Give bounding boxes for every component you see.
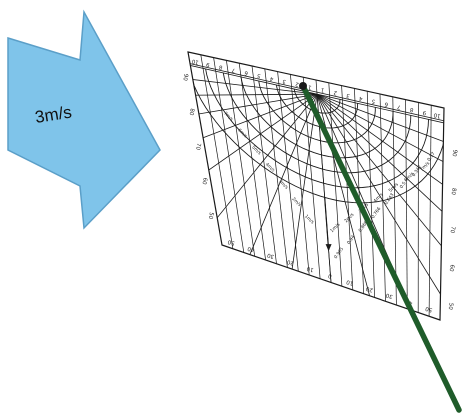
bottom-scale-label: 20 — [365, 285, 374, 293]
top-scale-label: 7 — [396, 103, 401, 110]
grid-line — [264, 68, 288, 268]
needle — [300, 83, 462, 413]
grid-line — [200, 54, 234, 249]
angle-ray — [316, 93, 444, 300]
grid-line — [189, 63, 444, 122]
grid-line — [251, 65, 277, 264]
top-scale-label: 1 — [308, 83, 313, 90]
right-scale-label: 60 — [448, 264, 455, 272]
grid-line — [392, 96, 397, 306]
angle-ray — [316, 93, 444, 320]
wind-arrow-shape — [7, 9, 161, 230]
bottom-scale-label: 10 — [306, 265, 315, 273]
angle-ray — [188, 93, 318, 97]
angle-ray — [188, 59, 318, 95]
factor-label: 0.94 — [346, 234, 357, 246]
angle-ray — [188, 93, 318, 206]
center-reference-arrowhead — [325, 244, 332, 252]
grid-line — [341, 85, 354, 291]
angle-ray — [316, 93, 444, 205]
top-scale-label: 1 — [320, 86, 325, 93]
grid-line — [328, 82, 343, 287]
grid-line — [213, 57, 245, 253]
right-scale-label: 90 — [450, 149, 457, 157]
top-scale-label: 9 — [205, 61, 210, 68]
left-scale-label: 50 — [207, 212, 214, 220]
top-scale-label: 5 — [256, 72, 261, 79]
factor-label: 0.17 — [426, 151, 437, 163]
left-scale-label: 90 — [181, 73, 188, 81]
bottom-scale-label: 30 — [266, 251, 275, 259]
grid-line — [405, 99, 408, 309]
angle-ray — [188, 93, 318, 134]
top-scale-label: 7 — [231, 66, 236, 73]
top-scale-label: 10 — [433, 111, 442, 118]
grid-line — [226, 60, 256, 257]
top-scale-label: 6 — [384, 100, 389, 107]
bottom-scale-label: 10 — [345, 278, 354, 286]
grid-line — [366, 91, 375, 298]
top-scale-label: 2 — [333, 89, 338, 96]
top-scale-label: 9 — [422, 109, 427, 116]
factor-label: 0.5 — [399, 180, 408, 189]
top-scale-label: 10 — [191, 57, 200, 64]
top-scale-label: 6 — [243, 69, 248, 76]
right-scale-label: 70 — [448, 226, 455, 234]
grid-line — [277, 71, 299, 272]
top-scale-label: 4 — [269, 75, 274, 82]
angle-ray — [288, 94, 318, 294]
grid-line — [379, 93, 386, 302]
angle-ray — [188, 93, 318, 171]
grid-line — [290, 74, 310, 276]
top-scale-label: 3 — [345, 92, 350, 99]
needle-assembly — [299, 82, 462, 413]
center-reference-line — [324, 197, 330, 251]
needle-pivot — [299, 82, 307, 90]
left-scale-label: 60 — [200, 177, 207, 185]
top-scale-label: 5 — [371, 97, 376, 104]
angle-ray — [316, 93, 444, 319]
bottom-scale-label: 50 — [227, 238, 236, 246]
top-scale-label: 2 — [295, 80, 300, 87]
bottom-scale-label: 30 — [385, 291, 394, 299]
right-scale-label: 80 — [449, 187, 456, 195]
angle-ray — [200, 93, 318, 239]
bottom-scale-label: 50 — [424, 305, 433, 313]
top-scale-label: 4 — [358, 95, 363, 102]
top-scale-label: 3 — [282, 78, 287, 85]
angle-ray — [316, 93, 444, 275]
board-grid — [188, 52, 444, 320]
grid-line — [302, 77, 321, 279]
grid-line — [428, 105, 432, 317]
top-scale-label: 8 — [218, 63, 223, 70]
angle-ray — [316, 93, 444, 242]
left-scale-label: 80 — [188, 108, 195, 116]
anemometer-board: 1098765432112345678910908070605090807060… — [181, 51, 458, 321]
right-scale-label: 50 — [447, 302, 454, 310]
angle-ray — [243, 94, 318, 269]
bottom-scale-label: 20 — [286, 258, 295, 266]
grid-line — [354, 88, 365, 294]
top-scale-label: 8 — [409, 106, 414, 113]
grid-line — [238, 63, 266, 261]
wind-arrow: 3m/s — [7, 9, 161, 230]
left-scale-label: 70 — [194, 142, 201, 150]
bottom-scale-label: 40 — [247, 245, 256, 253]
bottom-scale-label: 0 — [327, 272, 332, 279]
